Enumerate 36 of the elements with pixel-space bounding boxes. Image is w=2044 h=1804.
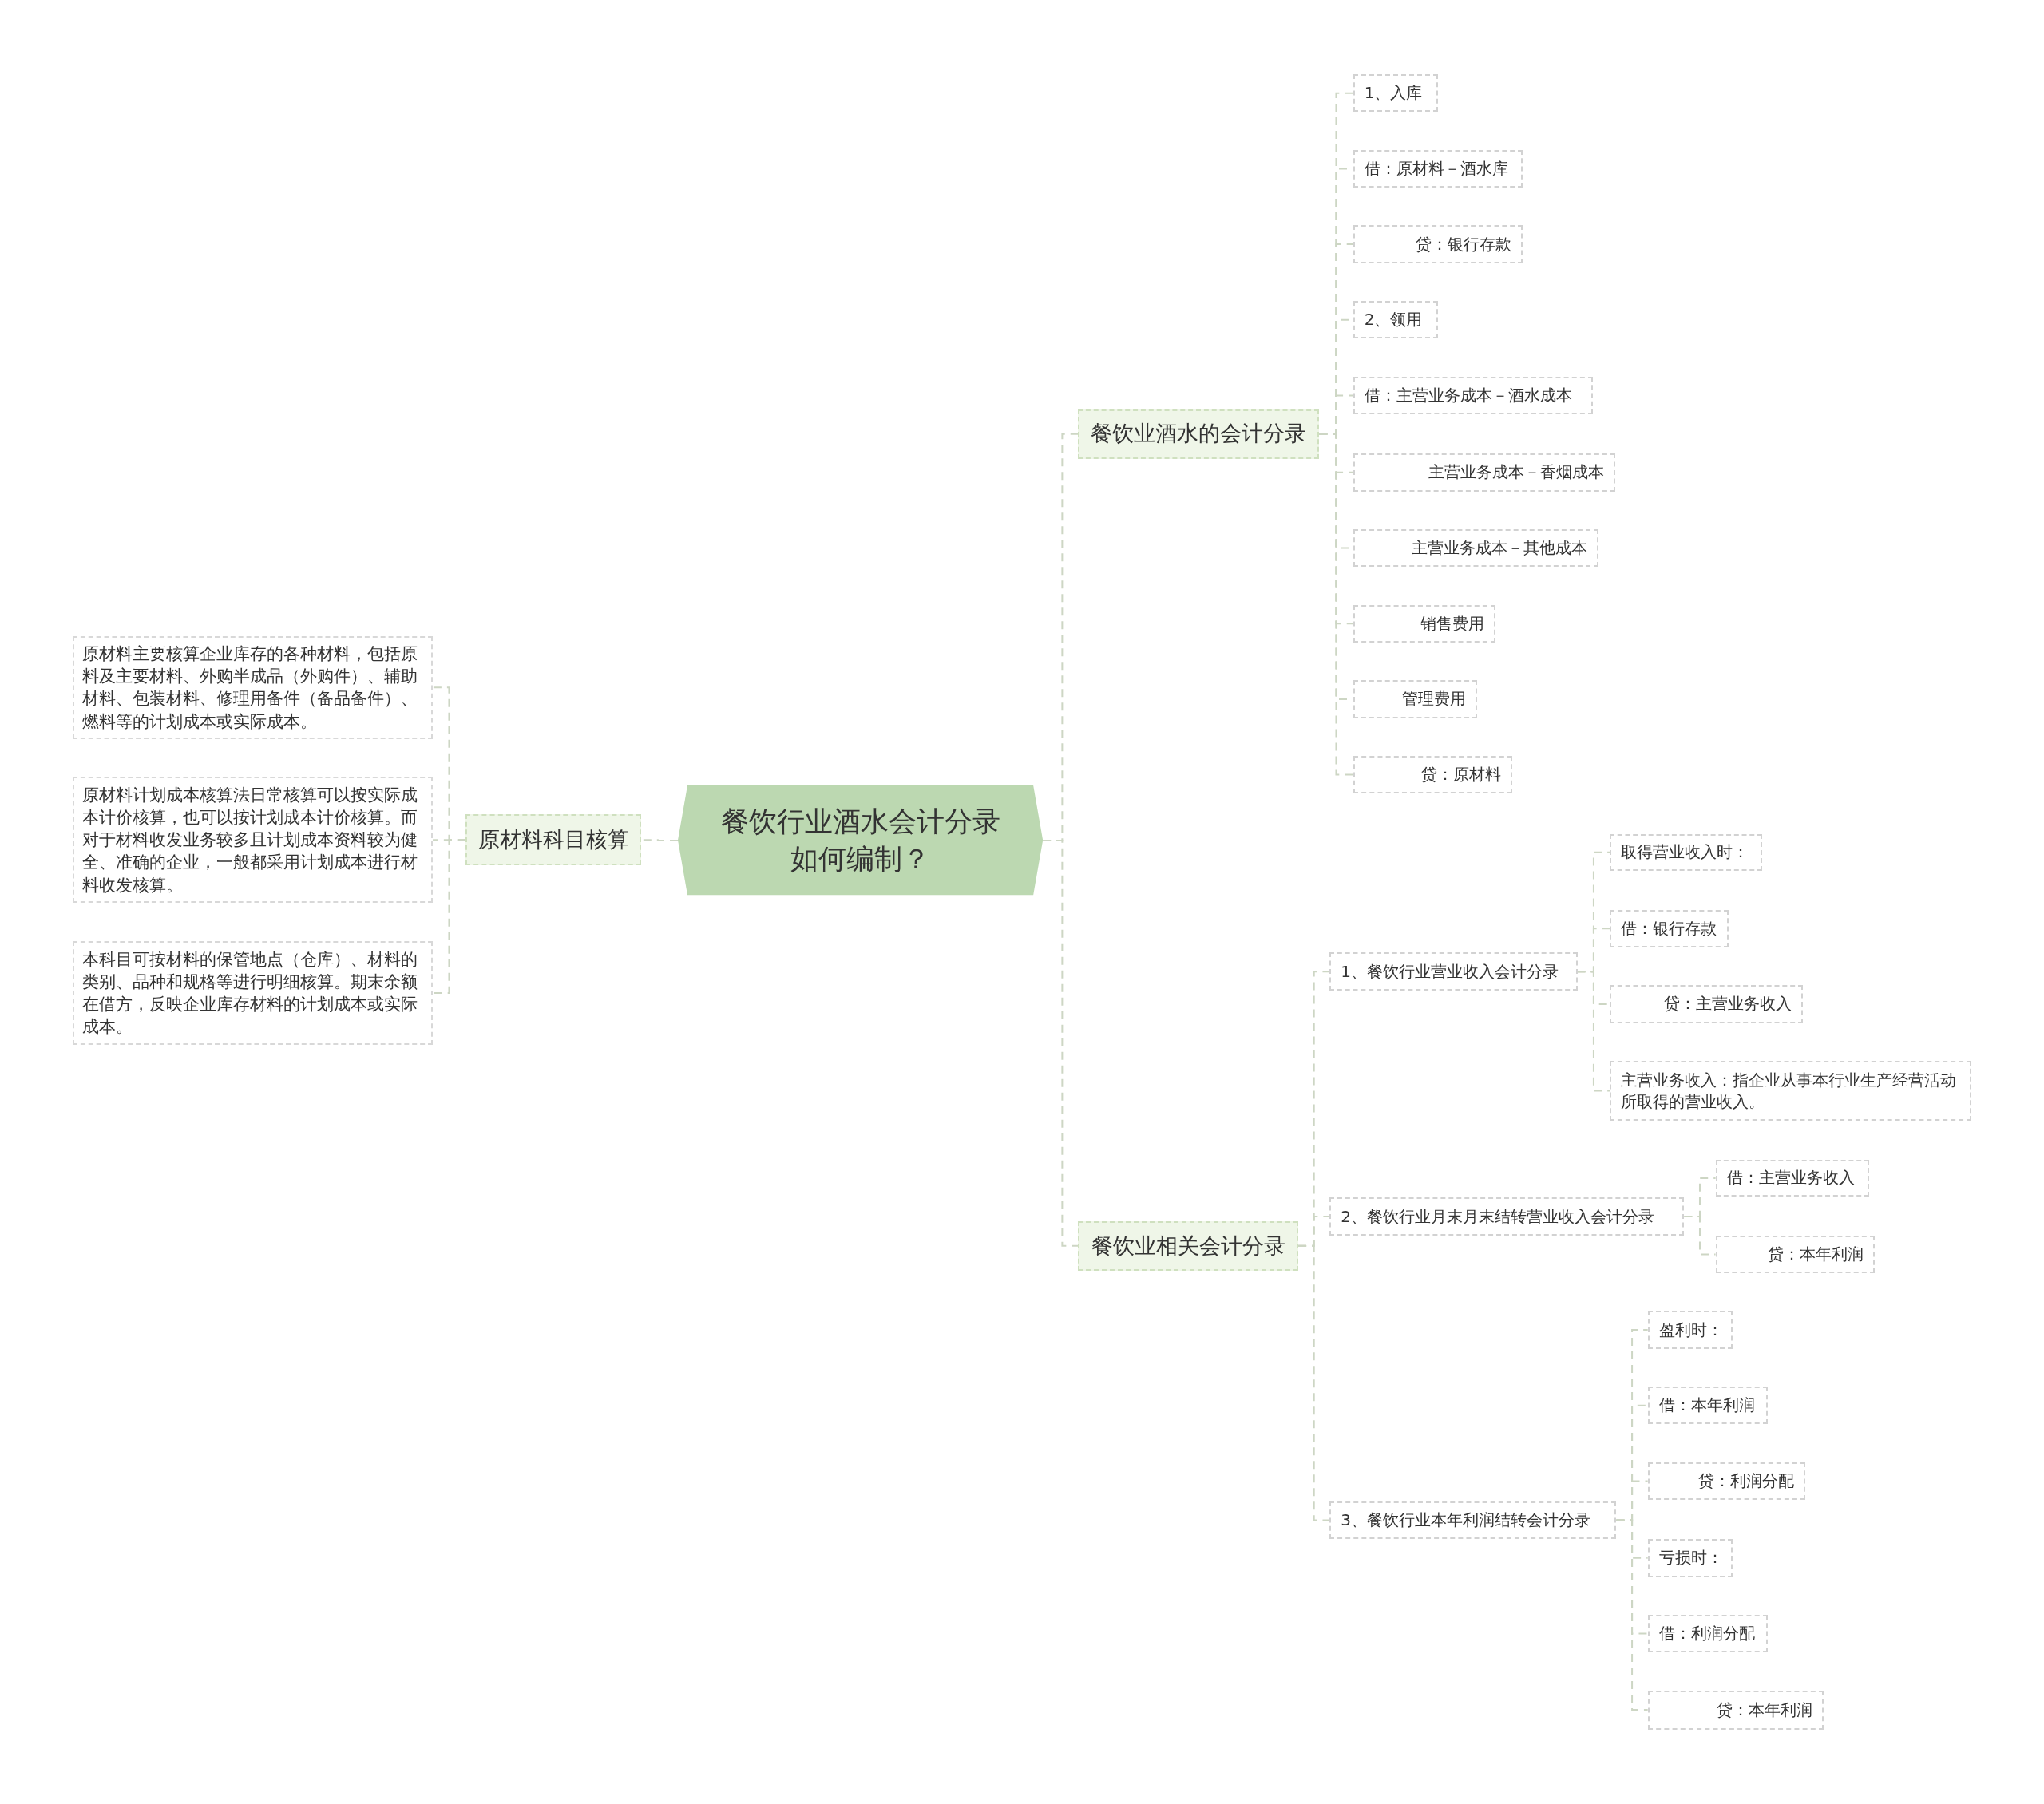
entry-box: 盈利时：	[1647, 1311, 1733, 1349]
branch-topic: 餐饮业酒水的会计分录	[1078, 409, 1320, 459]
entry-box: 主营业务成本－其他成本	[1353, 528, 1598, 568]
entry-box: 主营业务成本－香烟成本	[1353, 453, 1615, 492]
entry-box: 借：本年利润	[1647, 1387, 1768, 1425]
entry-box: 贷：原材料	[1353, 755, 1512, 794]
entry-box: 借：银行存款	[1610, 909, 1729, 947]
entry-box: 管理费用	[1353, 680, 1477, 718]
entry-box: 3、餐饮行业本年利润结转会计分录	[1329, 1501, 1617, 1540]
note-box: 原材料计划成本核算法日常核算可以按实际成本计价核算，也可以按计划成本计价核算。而对于材料收发业务较多且计划成本资料较为健全、准确的企业，一般都采用计划成本进行材料收发核算。	[73, 777, 434, 904]
entry-box: 1、餐饮行业营业收入会计分录	[1329, 952, 1578, 991]
entry-box: 借：主营业务成本－酒水成本	[1353, 376, 1594, 415]
entry-box: 借：原材料－酒水库	[1353, 149, 1523, 188]
central-topic: 餐饮行业酒水会计分录如何编制？	[677, 785, 1044, 896]
note-box: 原材料主要核算企业库存的各种材料，包括原料及主要材料、外购半成品（外购件）、辅助材料、包装材料、修理用备件（备品备件）、燃料等的计划成本或实际成本。	[73, 635, 434, 739]
note-box: 本科目可按材料的保管地点（仓库）、材料的类别、品种和规格等进行明细核算。期末余额在借方，反映企业库存材料的计划成本或实际成本。	[73, 940, 434, 1046]
entry-box: 1、入库	[1353, 74, 1438, 113]
entry-box: 取得营业收入时：	[1610, 833, 1763, 871]
entry-box: 2、领用	[1353, 301, 1438, 339]
entry-box: 2、餐饮行业月末月末结转营业收入会计分录	[1329, 1197, 1685, 1236]
connector-line	[432, 839, 466, 995]
entry-box: 贷：主营业务收入	[1610, 985, 1803, 1023]
entry-box: 亏损时：	[1647, 1539, 1733, 1577]
entry-box: 贷：利润分配	[1647, 1462, 1806, 1501]
entry-box: 借：利润分配	[1647, 1614, 1768, 1653]
entry-box: 主营业务收入：指企业从事本行业生产经营活动所取得的营业收入。	[1610, 1060, 1971, 1122]
connector-line	[1297, 1244, 1331, 1521]
connector-line	[1615, 1519, 1649, 1711]
entry-box: 销售费用	[1353, 604, 1495, 643]
entry-box: 贷：本年利润	[1715, 1235, 1875, 1274]
entry-box: 贷：本年利润	[1647, 1690, 1824, 1730]
entry-box: 借：主营业务收入	[1715, 1160, 1870, 1197]
branch-topic: 原材料科目核算	[465, 814, 642, 866]
connector-line	[1576, 971, 1611, 1092]
entry-box: 贷：银行存款	[1353, 225, 1523, 263]
branch-topic: 餐饮业相关会计分录	[1078, 1220, 1299, 1271]
